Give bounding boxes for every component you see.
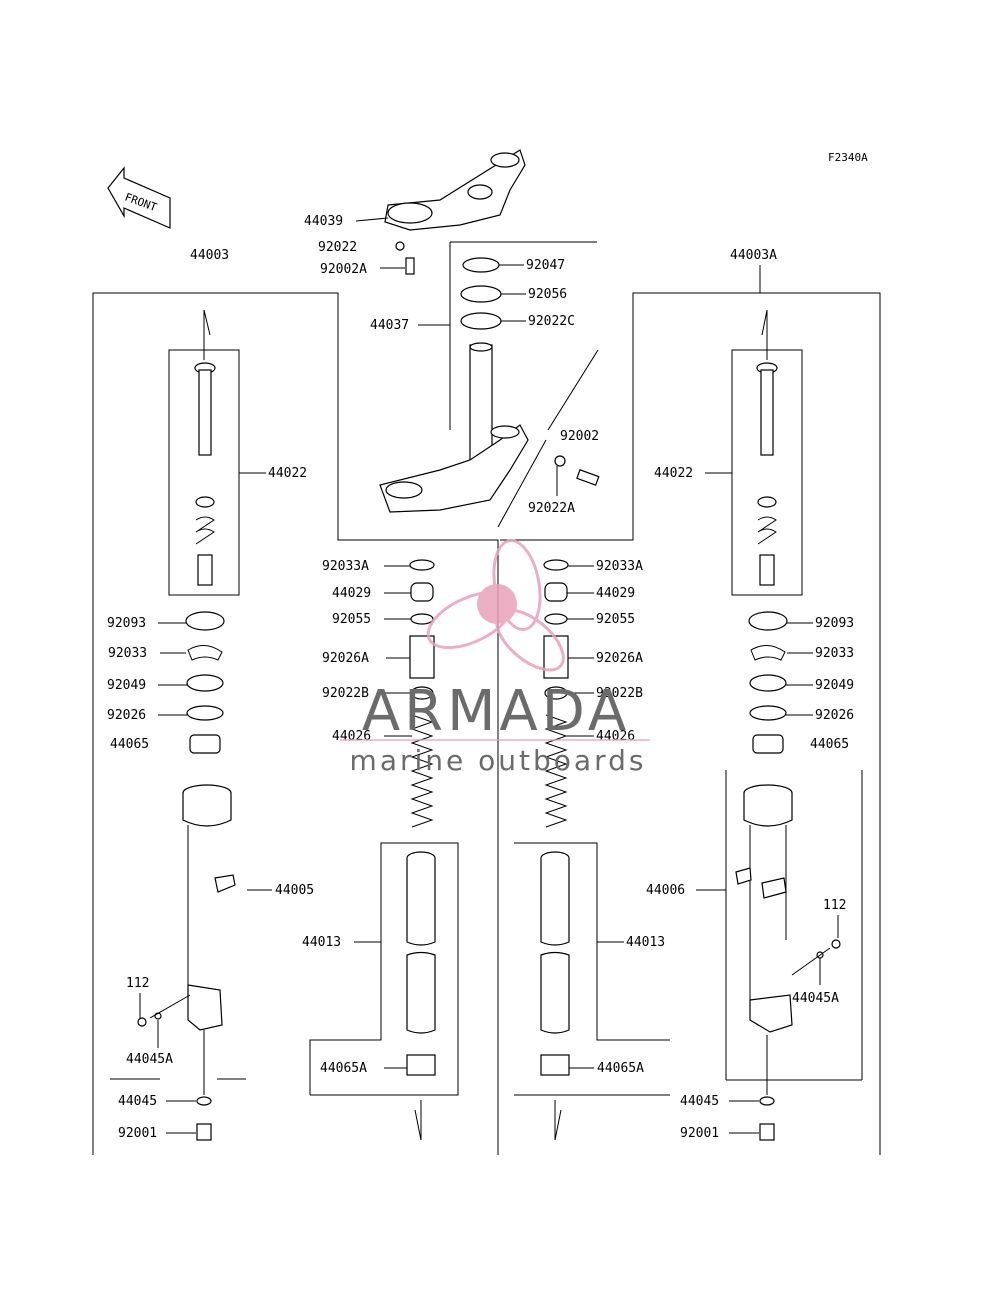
- label-right-92049: 92049: [815, 678, 854, 693]
- label-left-44029: 44029: [332, 586, 371, 601]
- label-left-92049: 92049: [107, 678, 146, 693]
- armada-watermark-logo: [340, 539, 650, 741]
- label-right-44045A: 44045A: [792, 991, 839, 1006]
- label-left-92055: 92055: [332, 612, 371, 627]
- label-right-92033A: 92033A: [596, 559, 643, 574]
- label-left-44022: 44022: [268, 466, 307, 481]
- label-92047: 92047: [526, 258, 565, 273]
- label-44037: 44037: [370, 318, 409, 333]
- label-92022A: 92022A: [528, 501, 575, 516]
- figure-code: F2340A: [828, 151, 868, 164]
- label-left-92001: 92001: [118, 1126, 157, 1141]
- label-right-44013: 44013: [626, 935, 665, 950]
- label-right-92055: 92055: [596, 612, 635, 627]
- label-right-44022: 44022: [654, 466, 693, 481]
- left-fork-tube: [194, 362, 216, 586]
- label-44005: 44005: [275, 883, 314, 898]
- watermark-tagline: marine outboards: [350, 744, 647, 777]
- label-left-44065A: 44065A: [320, 1061, 367, 1076]
- label-left-44013: 44013: [302, 935, 341, 950]
- label-92056: 92056: [528, 287, 567, 302]
- label-right-92033: 92033: [815, 646, 854, 661]
- right-fork-tube: [756, 362, 778, 586]
- label-92002: 92002: [560, 429, 599, 444]
- label-left-44045: 44045: [118, 1094, 157, 1109]
- label-92002A: 92002A: [320, 262, 367, 277]
- front-arrow-icon: FRONT: [107, 166, 171, 229]
- label-left-92026: 92026: [107, 708, 146, 723]
- label-right-44065: 44065: [810, 737, 849, 752]
- label-left-92022B: 92022B: [322, 686, 369, 701]
- label-left-92093: 92093: [107, 616, 146, 631]
- label-right-44065A: 44065A: [597, 1061, 644, 1076]
- left-inner-tube: [406, 851, 436, 1076]
- label-right-44045: 44045: [680, 1094, 719, 1109]
- label-left-92033A: 92033A: [322, 559, 369, 574]
- label-left-92026A: 92026A: [322, 651, 369, 666]
- label-left-92033: 92033: [108, 646, 147, 661]
- label-left-44065: 44065: [110, 737, 149, 752]
- label-right-92022B: 92022B: [596, 686, 643, 701]
- label-92022: 92022: [318, 240, 357, 255]
- label-left-44045A: 44045A: [126, 1052, 173, 1067]
- label-right-92026: 92026: [815, 708, 854, 723]
- label-left-112: 112: [126, 976, 149, 991]
- label-right-92093: 92093: [815, 616, 854, 631]
- upper-bracket: [384, 149, 526, 231]
- right-outer-tube: [735, 784, 793, 1033]
- left-fork-group-label: 44003: [190, 248, 229, 263]
- label-right-44029: 44029: [596, 586, 635, 601]
- label-right-92026A: 92026A: [596, 651, 643, 666]
- label-right-92001: 92001: [680, 1126, 719, 1141]
- left-outer-tube: [182, 784, 232, 1031]
- label-92022C: 92022C: [528, 314, 575, 329]
- steering-stem: [379, 342, 529, 513]
- right-inner-tube: [540, 851, 570, 1076]
- watermark-brand: ARMADA: [362, 679, 630, 744]
- label-44006: 44006: [646, 883, 685, 898]
- right-fork-group-label: 44003A: [730, 248, 777, 263]
- label-44039: 44039: [304, 214, 343, 229]
- label-right-112: 112: [823, 898, 846, 913]
